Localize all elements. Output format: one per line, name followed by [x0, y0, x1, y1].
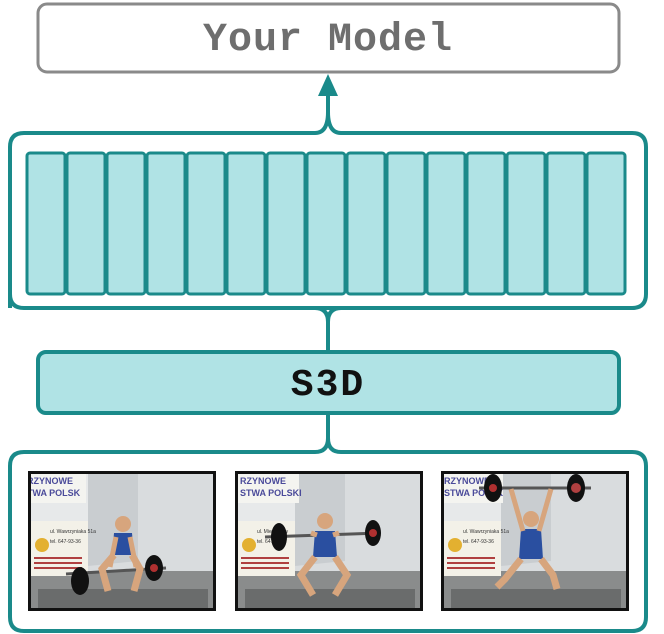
- feature-cells: [25, 151, 627, 296]
- connector-features-to-encoder-right: [326, 306, 632, 323]
- encoder-label: S3D: [291, 364, 365, 407]
- feature-cell: [585, 151, 627, 296]
- banner-text: RZYNOWE: [27, 476, 73, 486]
- model-box: [36, 2, 621, 74]
- frame-border: [28, 471, 216, 611]
- sign-text: ul. Wawrzyniaka 51a: [463, 529, 509, 535]
- feature-cell: [185, 151, 227, 296]
- feature-cell: [225, 151, 267, 296]
- arrow-connector-top-right: [8, 111, 648, 310]
- sign-text: tel. 647-93-36: [463, 539, 494, 545]
- video-frame: RZYNOWE STWA POLSK ul. Wawrzyniaka 51a tel.…: [441, 471, 629, 611]
- feature-cell: [145, 151, 187, 296]
- sign-text: tel. 647-93-36: [50, 539, 81, 545]
- banner-text: STWA POLSKI: [240, 488, 302, 498]
- banner-text: STWA POLSK: [444, 488, 504, 498]
- banner: [237, 473, 299, 503]
- feature-cell: [305, 151, 347, 296]
- feature-cell: [65, 151, 107, 296]
- sign-text: tel. 647: [257, 539, 274, 545]
- feature-cell: [505, 151, 547, 296]
- feature-cell: [545, 151, 587, 296]
- feature-cell: [25, 151, 67, 296]
- feature-cell: [345, 151, 387, 296]
- video-frames: RZYNOWE TWA POLSK ul. Wawrzyniaka 51a tel. …: [27, 471, 629, 611]
- model-box-label: Your Model: [203, 18, 453, 63]
- sign-text: ul. Wawrzyniaka 51a: [50, 529, 96, 535]
- banner: [28, 473, 86, 503]
- video-frame: RZYNOWE TWA POLSK ul. Wawrzyniaka 51a tel. …: [27, 471, 216, 611]
- frame-border: [441, 471, 629, 611]
- feature-cell: [265, 151, 307, 296]
- connector-encoder-to-frames: [8, 413, 648, 633]
- feature-cell: [385, 151, 427, 296]
- feature-cell: [425, 151, 467, 296]
- arrowhead-up-icon: [318, 74, 338, 96]
- connector-features-to-encoder: [24, 306, 330, 352]
- banner-text: TWA POLSK: [27, 488, 81, 498]
- banner-text: RZYNOWE: [444, 476, 490, 486]
- feature-cell: [465, 151, 507, 296]
- banner-text: RZYNOWE: [240, 476, 286, 486]
- feature-cell: [105, 151, 147, 296]
- frame-border: [235, 471, 423, 611]
